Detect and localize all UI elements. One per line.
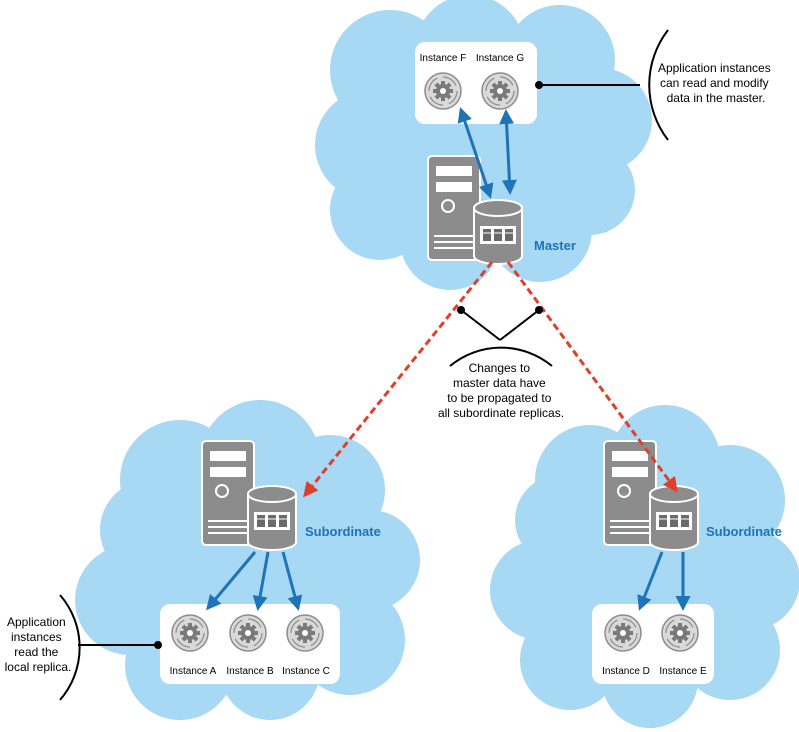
local-read-callout — [59, 594, 162, 701]
propagation-callout — [449, 306, 553, 367]
right-subordinate-label: Subordinate — [706, 524, 782, 539]
propagation-note: Changes to master data have to be propag… — [438, 361, 564, 420]
instance-f-master-arrow — [457, 107, 494, 199]
right-read-arrow-d — [637, 551, 664, 611]
master-database-icon — [473, 199, 523, 265]
right-server-icon — [603, 440, 657, 546]
right-database-icon — [649, 485, 699, 551]
replication-arrow-left — [303, 261, 494, 498]
instance-c-label: Instance C — [282, 666, 330, 677]
replication-arrow-right — [506, 261, 678, 493]
instance-a-label: Instance A — [170, 666, 217, 677]
instance-g-master-arrow — [499, 109, 517, 195]
instance-b-label: Instance B — [226, 666, 274, 677]
master-server-icon — [427, 155, 481, 261]
instance-e-gear-icon — [661, 614, 699, 652]
left-read-arrow-b — [252, 551, 270, 611]
left-subordinate-label: Subordinate — [305, 524, 381, 539]
instance-b-gear-icon — [229, 614, 267, 652]
instance-c-gear-icon — [286, 614, 324, 652]
instance-d-label: Instance D — [602, 666, 650, 677]
instance-g-label: Instance G — [476, 53, 525, 64]
left-read-arrow-a — [206, 551, 257, 611]
master-rw-callout — [535, 29, 669, 141]
instance-f-gear-icon — [424, 72, 462, 110]
master-label: Master — [534, 238, 576, 253]
instance-a-gear-icon — [171, 614, 209, 652]
left-server-icon — [201, 440, 255, 546]
master-rw-note: Application instances can read and modif… — [658, 61, 774, 105]
instance-e-label: Instance E — [659, 666, 707, 677]
instance-f-label: Instance F — [420, 53, 467, 64]
local-read-note: Application instances read the local rep… — [5, 615, 72, 674]
instance-d-gear-icon — [604, 614, 642, 652]
left-read-arrow-c — [281, 551, 303, 611]
instance-g-gear-icon — [481, 72, 519, 110]
left-database-icon — [247, 485, 297, 551]
